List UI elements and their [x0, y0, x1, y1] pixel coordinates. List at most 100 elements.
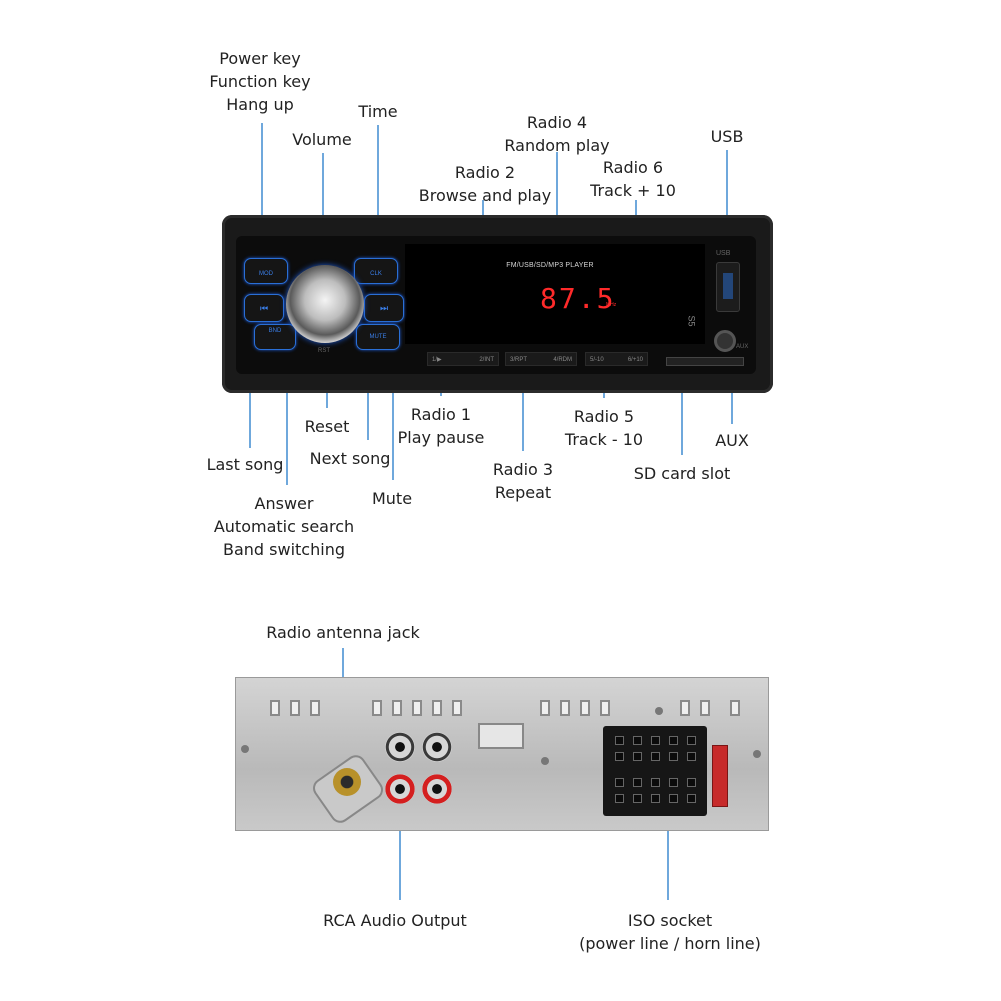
- next-button[interactable]: ⏭: [364, 294, 404, 322]
- lcd-display: [405, 244, 705, 344]
- iso-pin: [615, 794, 624, 803]
- iso-pin: [687, 752, 696, 761]
- vent-slot: [730, 700, 740, 716]
- label-time: Time: [358, 102, 398, 121]
- label-radio6-line2: Track + 10: [590, 181, 676, 200]
- usb-icon: [723, 273, 733, 299]
- iso-pin: [669, 736, 678, 745]
- label-radio6: Radio 6 Track + 10: [583, 156, 683, 202]
- iso-pin: [687, 794, 696, 803]
- iso-pin: [651, 752, 660, 761]
- screw: [241, 745, 249, 753]
- frequency-unit: MHz: [606, 302, 617, 308]
- label-radio1: Radio 1 Play pause: [386, 403, 496, 449]
- band-button-label: BND: [268, 328, 282, 334]
- label-radio4: Radio 4 Random play: [492, 111, 622, 157]
- iso-pin: [669, 794, 678, 803]
- mute-button[interactable]: MUTE: [356, 324, 400, 350]
- rca-right-white[interactable]: [422, 732, 452, 762]
- iso-pin: [651, 778, 660, 787]
- mount-bracket: [478, 723, 524, 749]
- preset-3-label: 3/RPT: [510, 357, 528, 363]
- aux-jack[interactable]: [714, 330, 736, 352]
- vent-slot: [310, 700, 320, 716]
- label-radio4-line1: Radio 4: [526, 113, 588, 132]
- label-next-song: Next song: [309, 449, 391, 468]
- band-button[interactable]: BND: [254, 324, 296, 350]
- iso-pin: [651, 736, 660, 745]
- frequency-readout: 87.5: [540, 282, 616, 315]
- prev-button[interactable]: ⏮: [244, 294, 284, 322]
- iso-pin: [651, 794, 660, 803]
- iso-pin: [669, 778, 678, 787]
- volume-knob[interactable]: [286, 265, 364, 343]
- reset-hole-label: RST: [318, 348, 330, 354]
- label-power-line1: Power key: [219, 49, 301, 68]
- aux-port-tag: AUX: [736, 344, 749, 350]
- label-reset: Reset: [304, 417, 350, 436]
- radio-antenna-jack[interactable]: [333, 768, 361, 796]
- fuse: [712, 745, 728, 807]
- label-rca: RCA Audio Output: [323, 911, 467, 930]
- label-answer-line2: Automatic search: [213, 517, 355, 536]
- label-radio3-line2: Repeat: [494, 483, 552, 502]
- iso-pin: [615, 778, 624, 787]
- iso-socket[interactable]: [603, 726, 707, 816]
- iso-pin: [633, 778, 642, 787]
- iso-pin: [633, 752, 642, 761]
- clk-button-label: CLK: [370, 271, 382, 277]
- label-sd-card-slot: SD card slot: [633, 464, 731, 483]
- preset-2-label: 2/INT: [479, 357, 494, 363]
- preset-1-2[interactable]: 1/▶ 2/INT: [427, 352, 499, 366]
- clk-button[interactable]: CLK: [354, 258, 398, 284]
- display-title: FM/USB/SD/MP3 PLAYER: [506, 262, 594, 269]
- label-iso: ISO socket (power line / horn line): [560, 909, 780, 955]
- preset-5-6[interactable]: 5/-10 6/+10: [585, 352, 648, 366]
- label-radio5-line1: Radio 5: [573, 407, 635, 426]
- usb-port[interactable]: [716, 262, 740, 312]
- preset-3-4[interactable]: 3/RPT 4/RDM: [505, 352, 577, 366]
- mode-button[interactable]: MOD: [244, 258, 288, 284]
- label-radio1-line1: Radio 1: [410, 405, 472, 424]
- label-radio5-line2: Track - 10: [564, 430, 644, 449]
- label-radio2-line1: Radio 2: [454, 163, 516, 182]
- label-power: Power key Function key Hang up: [195, 47, 325, 116]
- vent-slot: [290, 700, 300, 716]
- preset-1-label: 1/▶: [432, 357, 442, 363]
- rca-right-red[interactable]: [422, 774, 452, 804]
- label-usb: USB: [710, 127, 744, 146]
- vent-slot: [412, 700, 422, 716]
- vent-slot: [540, 700, 550, 716]
- iso-pin: [687, 736, 696, 745]
- iso-pin: [615, 752, 624, 761]
- label-volume: Volume: [292, 130, 352, 149]
- vent-slot: [560, 700, 570, 716]
- iso-pin: [633, 736, 642, 745]
- label-mute: Mute: [371, 489, 413, 508]
- label-power-line2: Function key: [209, 72, 311, 91]
- label-radio3: Radio 3 Repeat: [478, 458, 568, 504]
- vent-slot: [432, 700, 442, 716]
- vent-slot: [452, 700, 462, 716]
- sd-card-slot[interactable]: [666, 357, 744, 366]
- label-answer-line1: Answer: [254, 494, 314, 513]
- label-radio6-line1: Radio 6: [602, 158, 664, 177]
- skip-forward-icon: ⏭: [379, 303, 389, 313]
- label-radio4-line2: Random play: [504, 136, 610, 155]
- screw: [753, 750, 761, 758]
- rca-left-red[interactable]: [385, 774, 415, 804]
- iso-pin: [669, 752, 678, 761]
- vent-slot: [680, 700, 690, 716]
- label-radio3-line1: Radio 3: [492, 460, 554, 479]
- label-antenna: Radio antenna jack: [266, 623, 420, 642]
- screw: [541, 757, 549, 765]
- label-answer: Answer Automatic search Band switching: [204, 492, 364, 561]
- rca-left-white[interactable]: [385, 732, 415, 762]
- vent-slot: [580, 700, 590, 716]
- preset-5-label: 5/-10: [590, 357, 604, 363]
- label-power-line3: Hang up: [226, 95, 294, 114]
- brand-mark: S5: [686, 315, 697, 327]
- vent-slot: [392, 700, 402, 716]
- label-last-song: Last song: [206, 455, 284, 474]
- iso-pin: [633, 794, 642, 803]
